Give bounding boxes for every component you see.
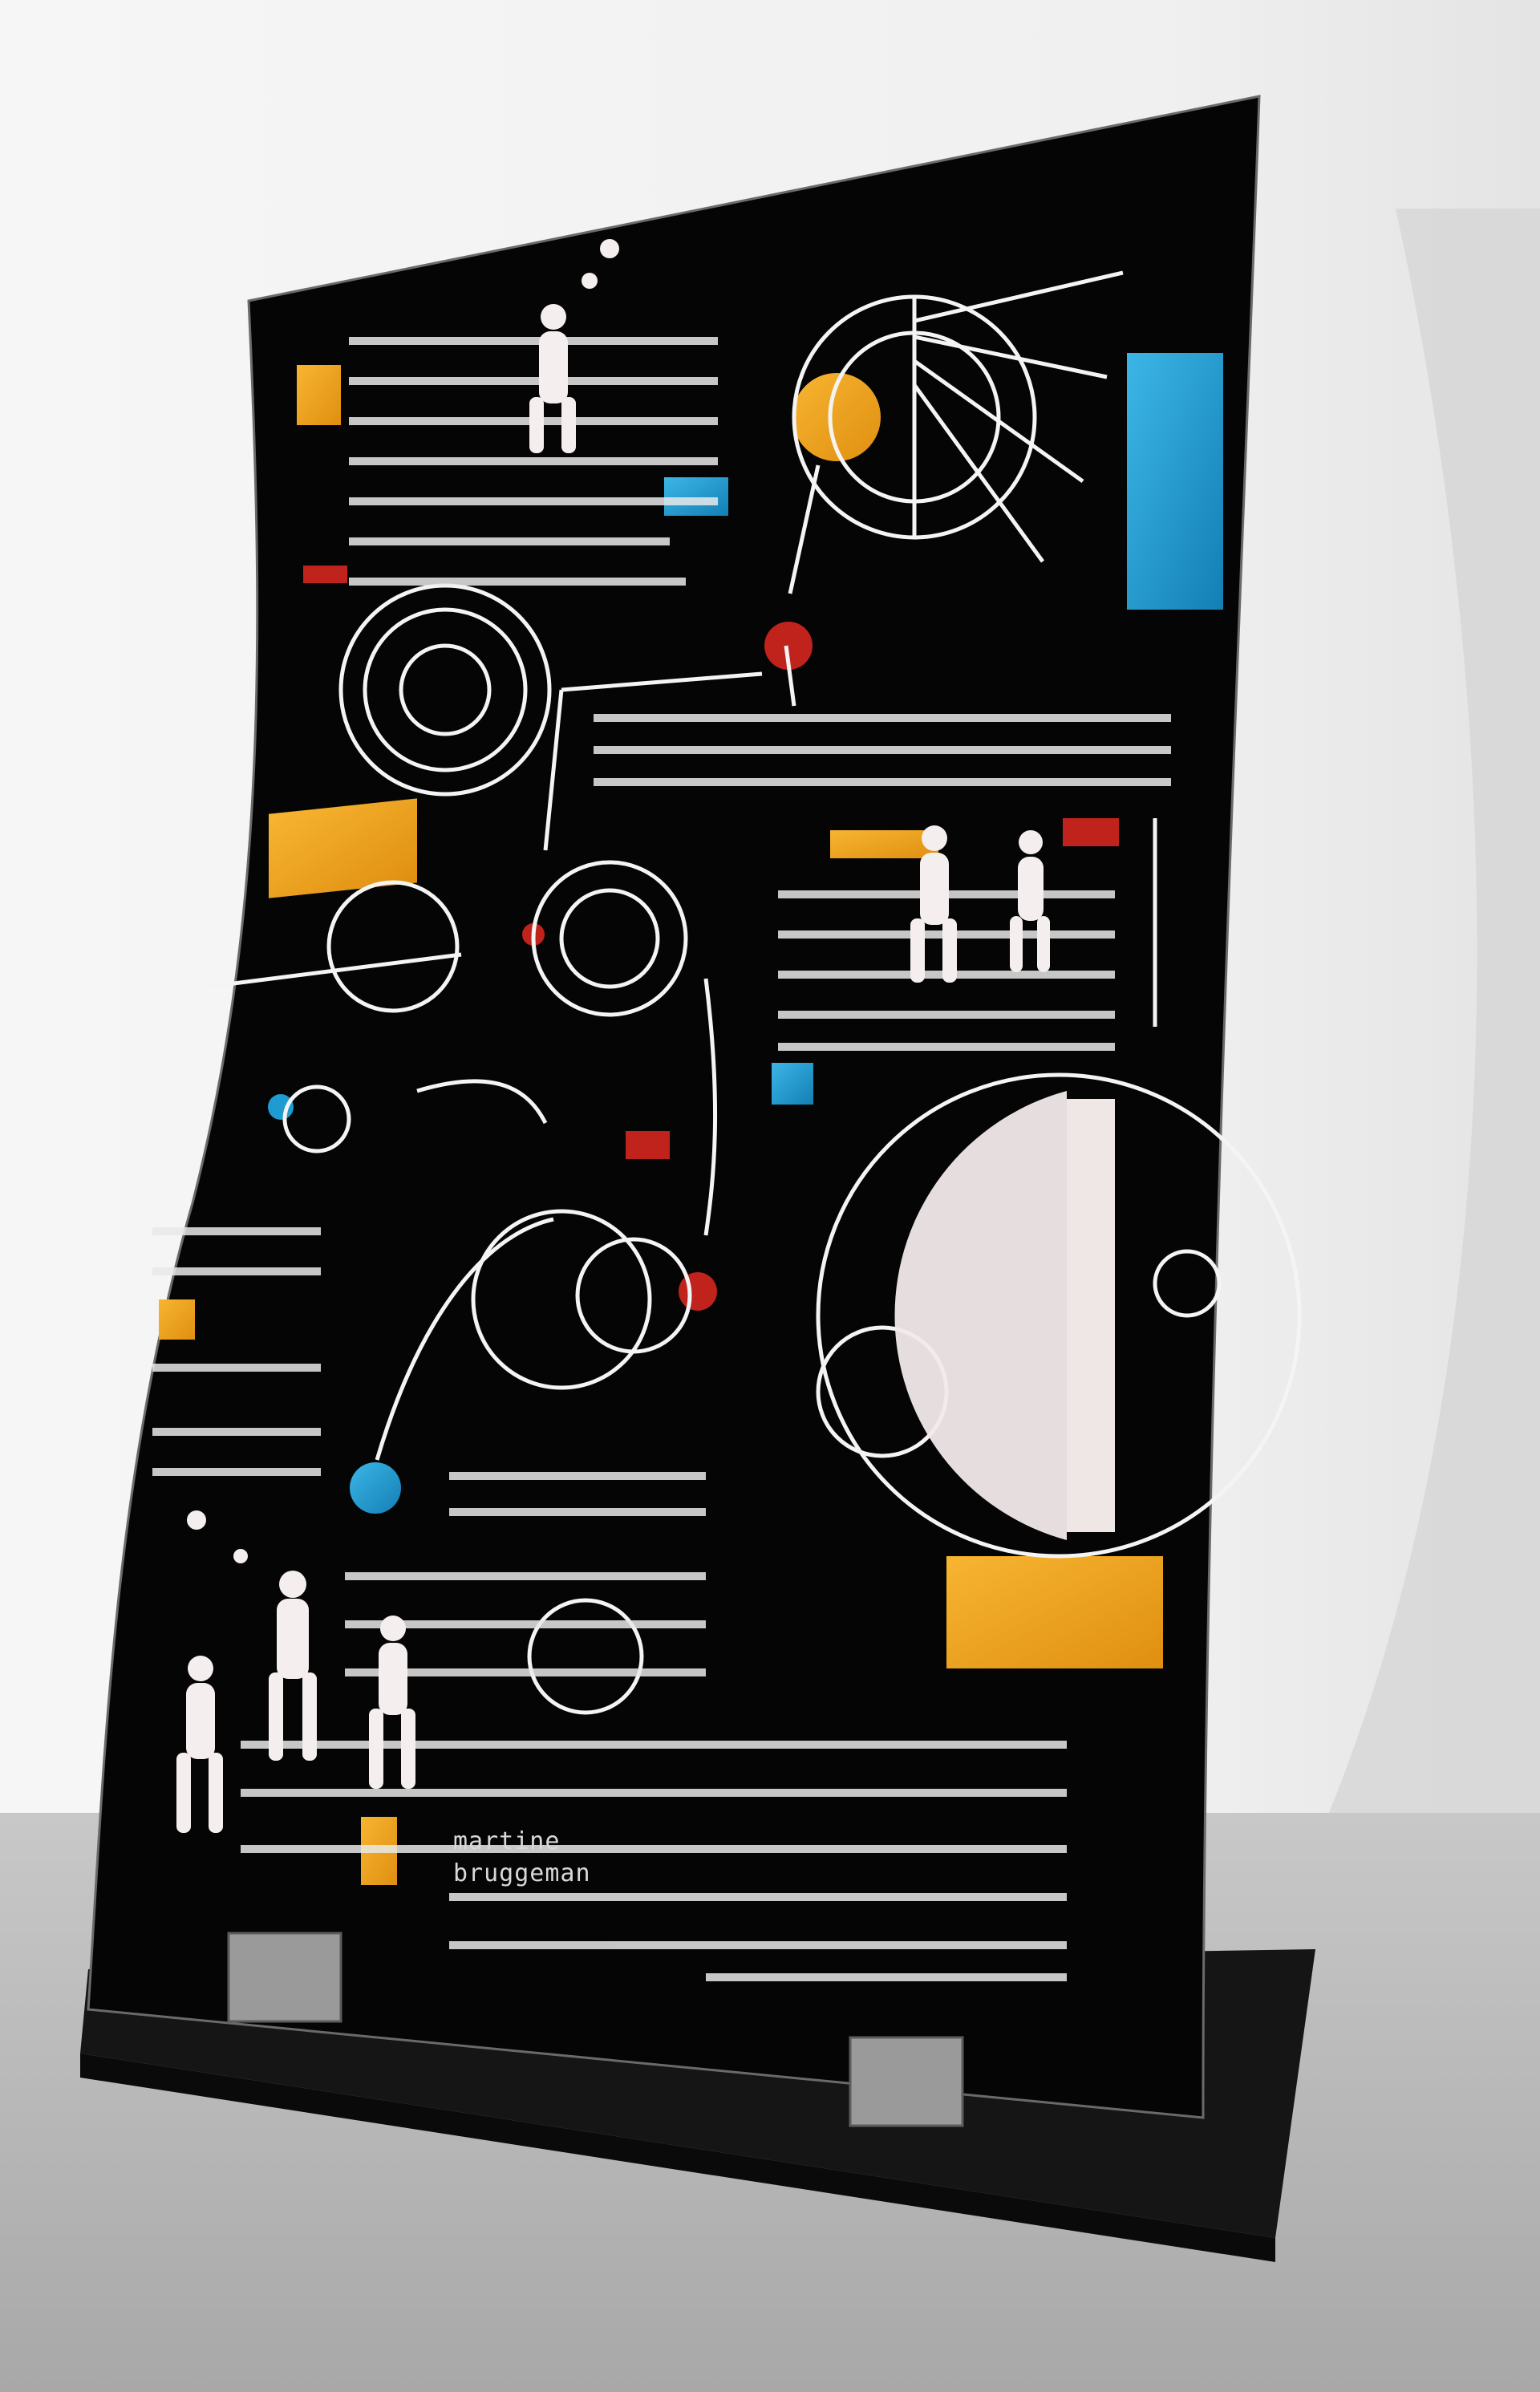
red-tile bbox=[303, 566, 347, 583]
clip-right bbox=[849, 2036, 964, 2127]
line-art bbox=[208, 270, 1302, 1715]
orange-strip bbox=[830, 830, 938, 858]
human-figures bbox=[176, 239, 1050, 1833]
blue-dot bbox=[268, 1094, 294, 1120]
signature-line-1: martine bbox=[453, 1827, 560, 1855]
wooden-stand-front bbox=[80, 2053, 1275, 2262]
blue-panel bbox=[1127, 353, 1223, 610]
pale-half-disc bbox=[894, 1091, 1067, 1540]
red-tile-small bbox=[626, 1131, 670, 1159]
script-blocks bbox=[152, 337, 1171, 1981]
shadow-curve bbox=[1315, 209, 1540, 1845]
orange-tile-small bbox=[159, 1299, 195, 1340]
orange-panel-large bbox=[946, 1556, 1163, 1668]
orange-tile bbox=[297, 365, 341, 425]
blue-tile bbox=[664, 477, 728, 516]
clip-left bbox=[227, 1932, 342, 2023]
blue-tile-small bbox=[772, 1063, 813, 1105]
pale-column bbox=[1067, 1099, 1115, 1532]
orange-sun bbox=[792, 373, 881, 461]
blue-planet bbox=[350, 1462, 401, 1514]
red-dot-lower bbox=[679, 1272, 717, 1311]
signature-line-2: bruggeman bbox=[453, 1859, 591, 1887]
red-dot bbox=[764, 622, 813, 670]
red-strip bbox=[1063, 818, 1119, 846]
orange-bar-left bbox=[269, 798, 417, 898]
